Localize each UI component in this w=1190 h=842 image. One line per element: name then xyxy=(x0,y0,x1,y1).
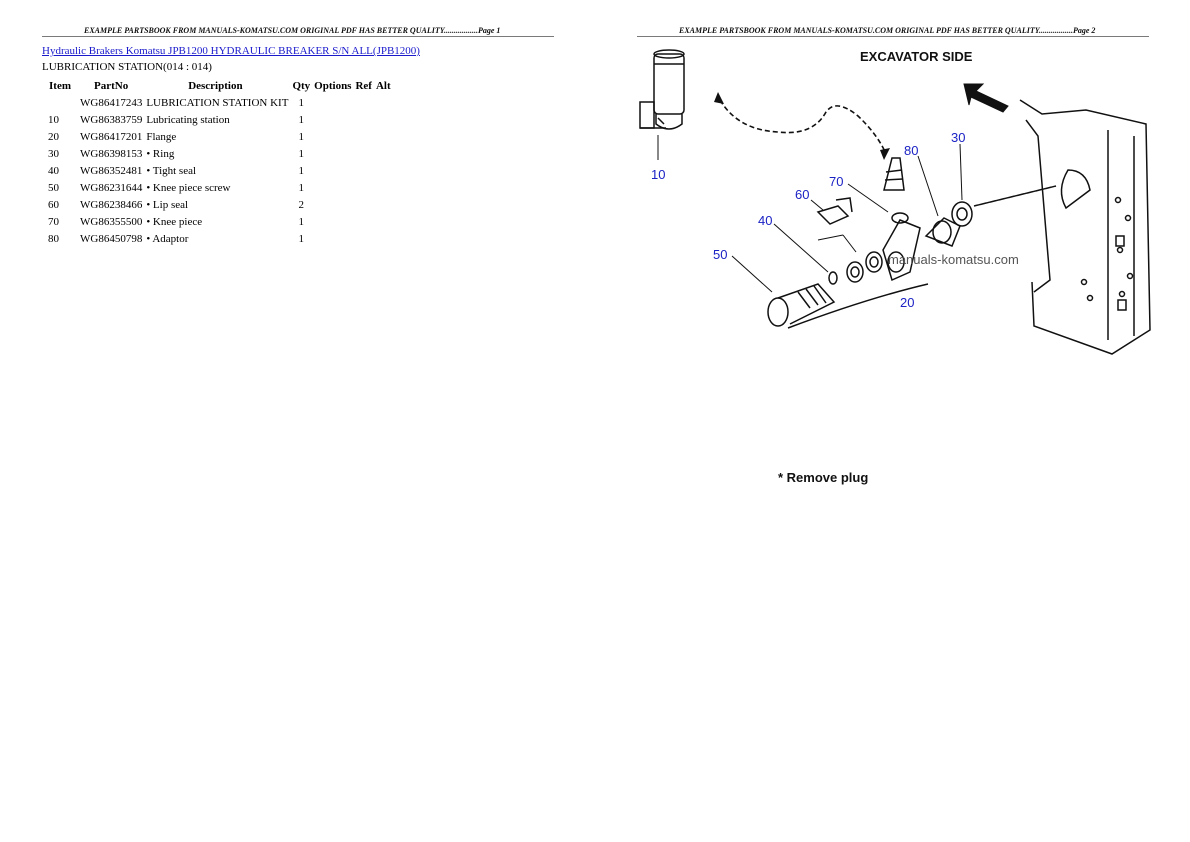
cell-item: 60 xyxy=(48,198,59,211)
adaptor-drawing xyxy=(924,185,1057,247)
lubrication-station-drawing xyxy=(639,49,685,130)
cell-qty: 1 xyxy=(298,130,305,143)
knee-piece-drawing xyxy=(882,157,921,282)
cell-item xyxy=(42,94,78,111)
cell-qty: 2 xyxy=(298,198,305,211)
col-options: Options xyxy=(314,79,352,92)
section-subtitle: LUBRICATION STATION(014 : 014) xyxy=(42,61,212,73)
label-50: 50 xyxy=(713,247,727,262)
cell-description: • Adaptor xyxy=(146,232,189,245)
table-row: 70 WG86355500 • Knee piece 1 xyxy=(42,213,393,230)
parts-table: Item PartNo Description Qty Options Ref … xyxy=(42,77,393,247)
label-80: 80 xyxy=(904,143,918,158)
ring-drawing xyxy=(951,201,973,227)
lip-seal xyxy=(846,261,864,283)
cell-item: 40 xyxy=(48,164,59,177)
table-row: 80 WG86450798 • Adaptor 1 xyxy=(42,230,393,247)
table-header-row: Item PartNo Description Qty Options Ref … xyxy=(42,77,393,94)
col-qty: Qty xyxy=(292,79,311,92)
cell-description: Lubricating station xyxy=(146,113,230,126)
cell-item: 30 xyxy=(48,147,59,160)
cell-description: LUBRICATION STATION KIT xyxy=(146,96,289,109)
cell-description: • Knee piece xyxy=(146,215,203,228)
cell-item: 10 xyxy=(48,113,59,126)
breaker-bracket-drawing xyxy=(1019,99,1151,355)
page-2: EXAMPLE PARTSBOOK FROM MANUALS-KOMATSU.C… xyxy=(595,0,1190,842)
cell-partno: WG86352481 xyxy=(80,164,143,177)
cell-partno: WG86355500 xyxy=(80,215,143,228)
diagram-heading: EXCAVATOR SIDE xyxy=(860,49,973,64)
col-description: Description xyxy=(188,79,243,92)
label-70: 70 xyxy=(829,174,843,189)
label-40: 40 xyxy=(758,213,772,228)
page-header: EXAMPLE PARTSBOOK FROM MANUALS-KOMATSU.C… xyxy=(679,26,1096,35)
cell-qty: 1 xyxy=(298,232,305,245)
diagram-svg: EXCAVATOR SIDE xyxy=(639,49,1151,485)
cell-qty: 1 xyxy=(298,113,305,126)
table-row: 10 WG86383759 Lubricating station 1 xyxy=(42,111,393,128)
cell-item: 20 xyxy=(48,130,59,143)
arrowhead-icon xyxy=(714,92,724,104)
cell-item: 80 xyxy=(48,232,59,245)
cell-item: 50 xyxy=(48,181,59,194)
table-row: 60 WG86238466 • Lip seal 2 xyxy=(42,196,393,213)
cell-partno: WG86450798 xyxy=(80,232,143,245)
cell-qty: 1 xyxy=(298,96,305,109)
label-20: 20 xyxy=(900,295,914,310)
page-1: EXAMPLE PARTSBOOK FROM MANUALS-KOMATSU.C… xyxy=(42,26,554,247)
table-row: 50 WG86231644 • Knee piece screw 1 xyxy=(42,179,393,196)
col-partno: PartNo xyxy=(94,79,129,92)
label-10: 10 xyxy=(651,167,665,182)
cell-partno: WG86398153 xyxy=(80,147,143,160)
tight-seal-ring xyxy=(828,271,838,285)
exploded-parts-diagram: EXCAVATOR SIDE xyxy=(638,40,1158,540)
table-row: 40 WG86352481 • Tight seal 1 xyxy=(42,162,393,179)
lip-seal xyxy=(865,251,883,273)
arrowhead-icon xyxy=(880,148,890,160)
cell-description: • Lip seal xyxy=(146,198,189,211)
label-60: 60 xyxy=(795,187,809,202)
catalog-title-link[interactable]: Hydraulic Brakers Komatsu JPB1200 HYDRAU… xyxy=(42,45,420,57)
cell-description: Flange xyxy=(146,130,177,143)
cell-description: • Ring xyxy=(146,147,175,160)
header-rule xyxy=(637,36,1149,37)
col-item: Item xyxy=(49,79,71,92)
table-row: 30 WG86398153 • Ring 1 xyxy=(42,145,393,162)
cell-description: • Tight seal xyxy=(146,164,197,177)
remove-plug-note: * Remove plug xyxy=(778,470,868,485)
table-row: 20 WG86417201 Flange 1 xyxy=(42,128,393,145)
cell-qty: 1 xyxy=(298,181,305,194)
cell-qty: 1 xyxy=(298,215,305,228)
cell-partno: WG86417201 xyxy=(80,130,143,143)
label-30: 30 xyxy=(951,130,965,145)
watermark-text: manuals-komatsu.com xyxy=(888,252,1019,267)
direction-arrow-icon xyxy=(963,83,1009,113)
cell-partno: WG86417243 xyxy=(80,96,143,109)
page-header: EXAMPLE PARTSBOOK FROM MANUALS-KOMATSU.C… xyxy=(84,26,501,35)
col-alt: Alt xyxy=(375,79,391,92)
seal-drawings xyxy=(816,197,883,285)
cell-description: • Knee piece screw xyxy=(146,181,231,194)
cell-partno: WG86383759 xyxy=(80,113,143,126)
col-ref: Ref xyxy=(355,79,372,92)
knee-piece-screw-drawing xyxy=(767,283,929,329)
cell-qty: 1 xyxy=(298,164,305,177)
table-row: WG86417243 LUBRICATION STATION KIT 1 xyxy=(42,94,393,111)
cell-partno: WG86231644 xyxy=(80,181,143,194)
header-rule xyxy=(42,36,554,37)
cell-item: 70 xyxy=(48,215,59,228)
dashed-route-line xyxy=(719,99,887,155)
leader-lines xyxy=(731,143,963,293)
cell-partno: WG86238466 xyxy=(80,198,143,211)
cell-qty: 1 xyxy=(298,147,305,160)
